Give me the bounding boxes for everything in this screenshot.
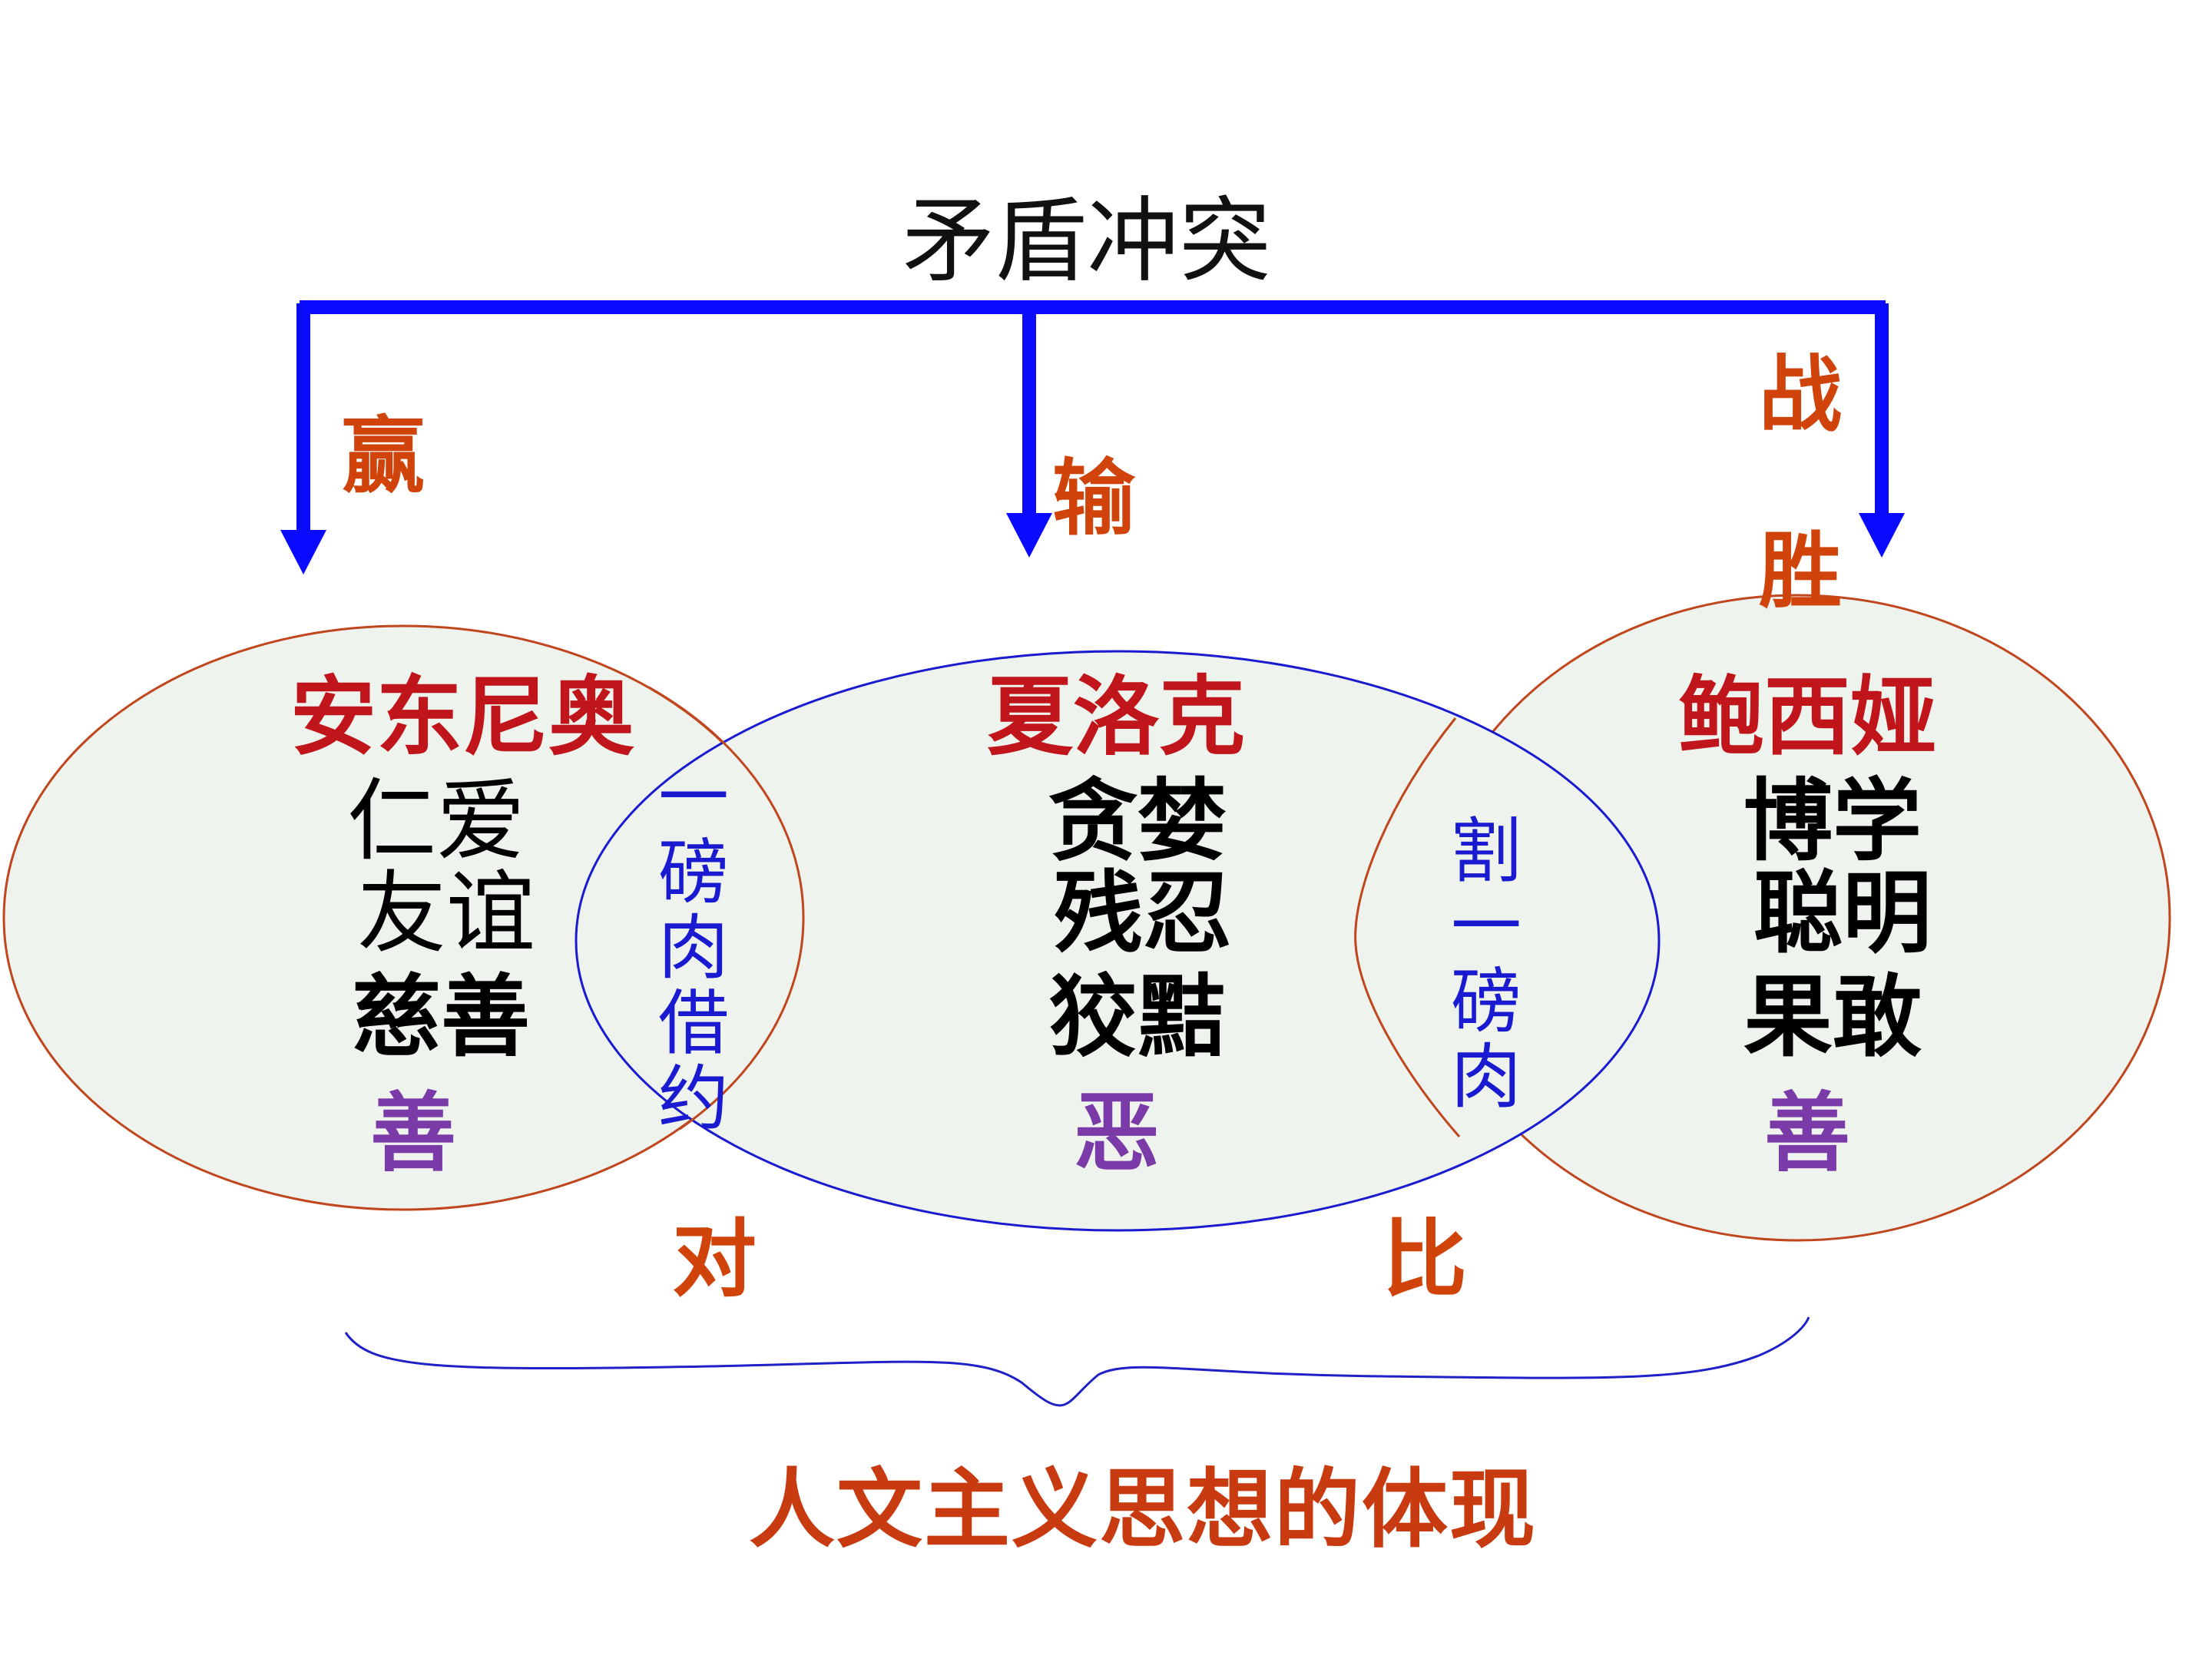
arrowhead-middle <box>1006 513 1052 558</box>
overlap-cut-label: 割一磅肉 <box>1450 810 1522 1118</box>
outcome-victory-1: 战 <box>1759 346 1843 443</box>
shylock-ellipse <box>575 650 1661 1232</box>
shylock-moral: 恶 <box>1074 1084 1160 1184</box>
conflict-title: 矛盾冲突 <box>902 188 1271 295</box>
antonio-ellipse-edge <box>648 686 805 1131</box>
antonio-name: 安东尼奥 <box>290 667 634 767</box>
shylock-trait-2: 残忍 <box>1054 862 1232 965</box>
outcome-win: 赢 <box>342 408 426 505</box>
humanism-caption: 人文主义思想的体现 <box>749 1459 1537 1560</box>
shylock-name: 夏洛克 <box>987 667 1245 767</box>
antonio-moral: 善 <box>370 1084 456 1184</box>
contrast-left: 对 <box>672 1210 757 1309</box>
arrowhead-left <box>280 530 326 574</box>
antonio-trait-2: 友谊 <box>357 862 535 965</box>
contrast-right: 比 <box>1382 1210 1467 1309</box>
portia-moral: 善 <box>1764 1084 1850 1184</box>
overlap-bond-label: 一磅肉借约 <box>657 757 729 1140</box>
shylock-trait-3: 狡黠 <box>1048 965 1227 1069</box>
shylock-trait-1: 贪婪 <box>1048 770 1227 873</box>
outcome-victory-2: 胜 <box>1759 523 1843 620</box>
portia-trait-2: 聪明 <box>1753 862 1932 965</box>
contrast-brace <box>344 1316 1810 1407</box>
conflict-arrows <box>280 300 1905 574</box>
portia-name: 鲍西娅 <box>1678 667 1936 767</box>
outcome-lose: 输 <box>1052 450 1136 547</box>
antonio-trait-3: 慈善 <box>352 965 530 1069</box>
portia-ellipse-edge <box>1354 717 1461 1137</box>
portia-trait-1: 博学 <box>1743 770 1922 873</box>
antonio-trait-1: 仁爱 <box>347 770 525 873</box>
arrowhead-right <box>1859 513 1905 558</box>
portia-trait-3: 果敢 <box>1743 965 1922 1069</box>
